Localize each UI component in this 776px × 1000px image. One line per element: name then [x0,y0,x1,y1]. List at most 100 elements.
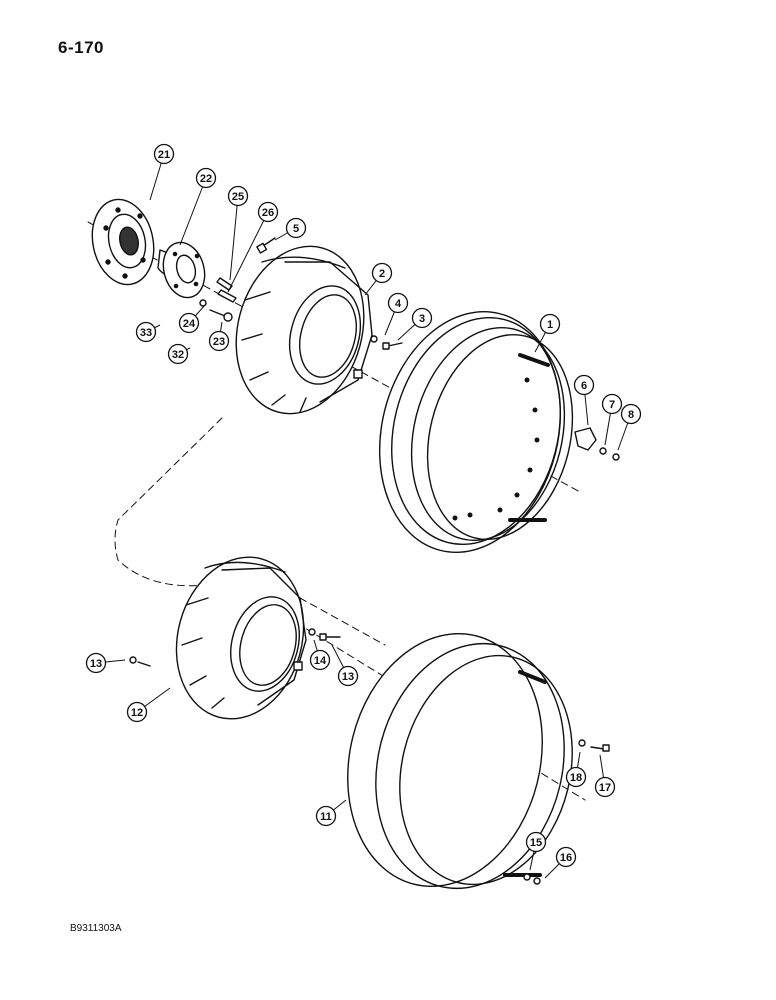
callout-bubble [153,143,175,165]
callout-12: 12 [126,687,171,723]
bolt-13-right-part [319,633,341,641]
callout-33: 33 [135,321,161,343]
callout-leader [229,195,239,281]
callout-label: 33 [140,327,152,339]
rim-lower-part [347,632,573,890]
callout-17: 17 [594,754,616,798]
callout-16: 16 [544,846,577,879]
callout-bubble [208,330,230,352]
washer-24-part [199,299,207,307]
callout-7: 7 [601,393,623,446]
callout-label: 24 [183,318,196,330]
callout-25: 25 [227,185,249,281]
callout-bubble [539,313,561,335]
figure-code: B9311303A [70,923,122,934]
callout-3: 3 [397,307,433,341]
callout-4: 4 [384,292,409,336]
callout-21: 21 [149,143,175,201]
callout-bubble [227,185,249,207]
callout-1: 1 [534,313,561,353]
callout-label: 2 [379,268,385,280]
callout-label: 7 [609,399,615,411]
washer-7-part [599,447,607,455]
callout-label: 21 [158,149,170,161]
callout-label: 13 [90,658,102,670]
callout-32: 32 [167,343,191,365]
callout-6: 6 [573,374,595,426]
callout-22: 22 [179,167,217,246]
bolt-17-part [590,744,610,752]
washer-15-part [523,873,531,881]
callout-label: 25 [232,191,244,203]
callout-13: 13 [331,644,359,687]
hub-part [157,241,206,299]
hub-flange-part [91,198,155,286]
callout-bubble [126,701,148,723]
callout-bubble [257,201,279,223]
callout-13: 13 [85,652,126,674]
wheel-weight-upper-part [235,245,373,415]
callout-label: 17 [599,782,611,794]
callout-label: 14 [314,655,327,667]
callout-bubble [601,393,623,415]
callout-label: 3 [419,313,425,325]
callout-label: 5 [293,223,299,235]
callout-bubble [565,766,587,788]
bolt-3-part [382,342,403,350]
callout-bubble [167,343,189,365]
callout-label: 4 [395,298,402,310]
callout-label: 26 [262,207,274,219]
callout-label: 22 [200,173,212,185]
callout-11: 11 [315,799,347,827]
bolt-5-part [256,237,276,254]
washer-18-part [578,739,586,747]
callout-label: 12 [131,707,143,719]
callout-label: 32 [172,349,184,361]
callout-label: 23 [213,336,225,348]
clamp-6-part [574,427,597,451]
washer-4-part [370,335,378,343]
callout-bubble [85,652,107,674]
bolt-23-part [209,309,233,322]
nut-8-part [612,453,620,461]
callout-label: 8 [628,409,634,421]
callout-bubble [555,846,577,868]
callout-label: 13 [342,671,354,683]
washer-14-part [308,628,316,636]
callout-8: 8 [617,403,642,451]
callout-label: 1 [547,319,553,331]
callout-bubble [135,321,157,343]
page-number: 6-170 [58,38,104,57]
key-26-part [217,289,237,303]
callout-bubble [620,403,642,425]
callout-18: 18 [565,751,587,788]
callout-label: 11 [320,811,332,823]
callout-bubble [371,262,393,284]
callout-bubble [195,167,217,189]
callout-23: 23 [208,321,230,352]
callout-15: 15 [525,831,547,871]
callout-2: 2 [364,262,393,296]
callout-leader [179,177,207,246]
callout-14: 14 [309,639,331,671]
callout-bubble [315,805,337,827]
wheel-weight-lower-part [175,556,307,720]
callout-label: 16 [560,852,572,864]
rim-upper-part [378,311,574,553]
callout-bubble [285,217,307,239]
callout-bubble [337,665,359,687]
callout-bubble [387,292,409,314]
nut-16-part [533,877,541,885]
callout-bubble [594,776,616,798]
callout-bubble [573,374,595,396]
callout-24: 24 [178,304,206,334]
callout-5: 5 [274,217,307,241]
callout-bubble [525,831,547,853]
callout-26: 26 [227,201,279,293]
callout-bubble [309,649,331,671]
callout-bubble [411,307,433,329]
callout-label: 15 [530,837,542,849]
bolt-13-left-part [129,656,151,667]
